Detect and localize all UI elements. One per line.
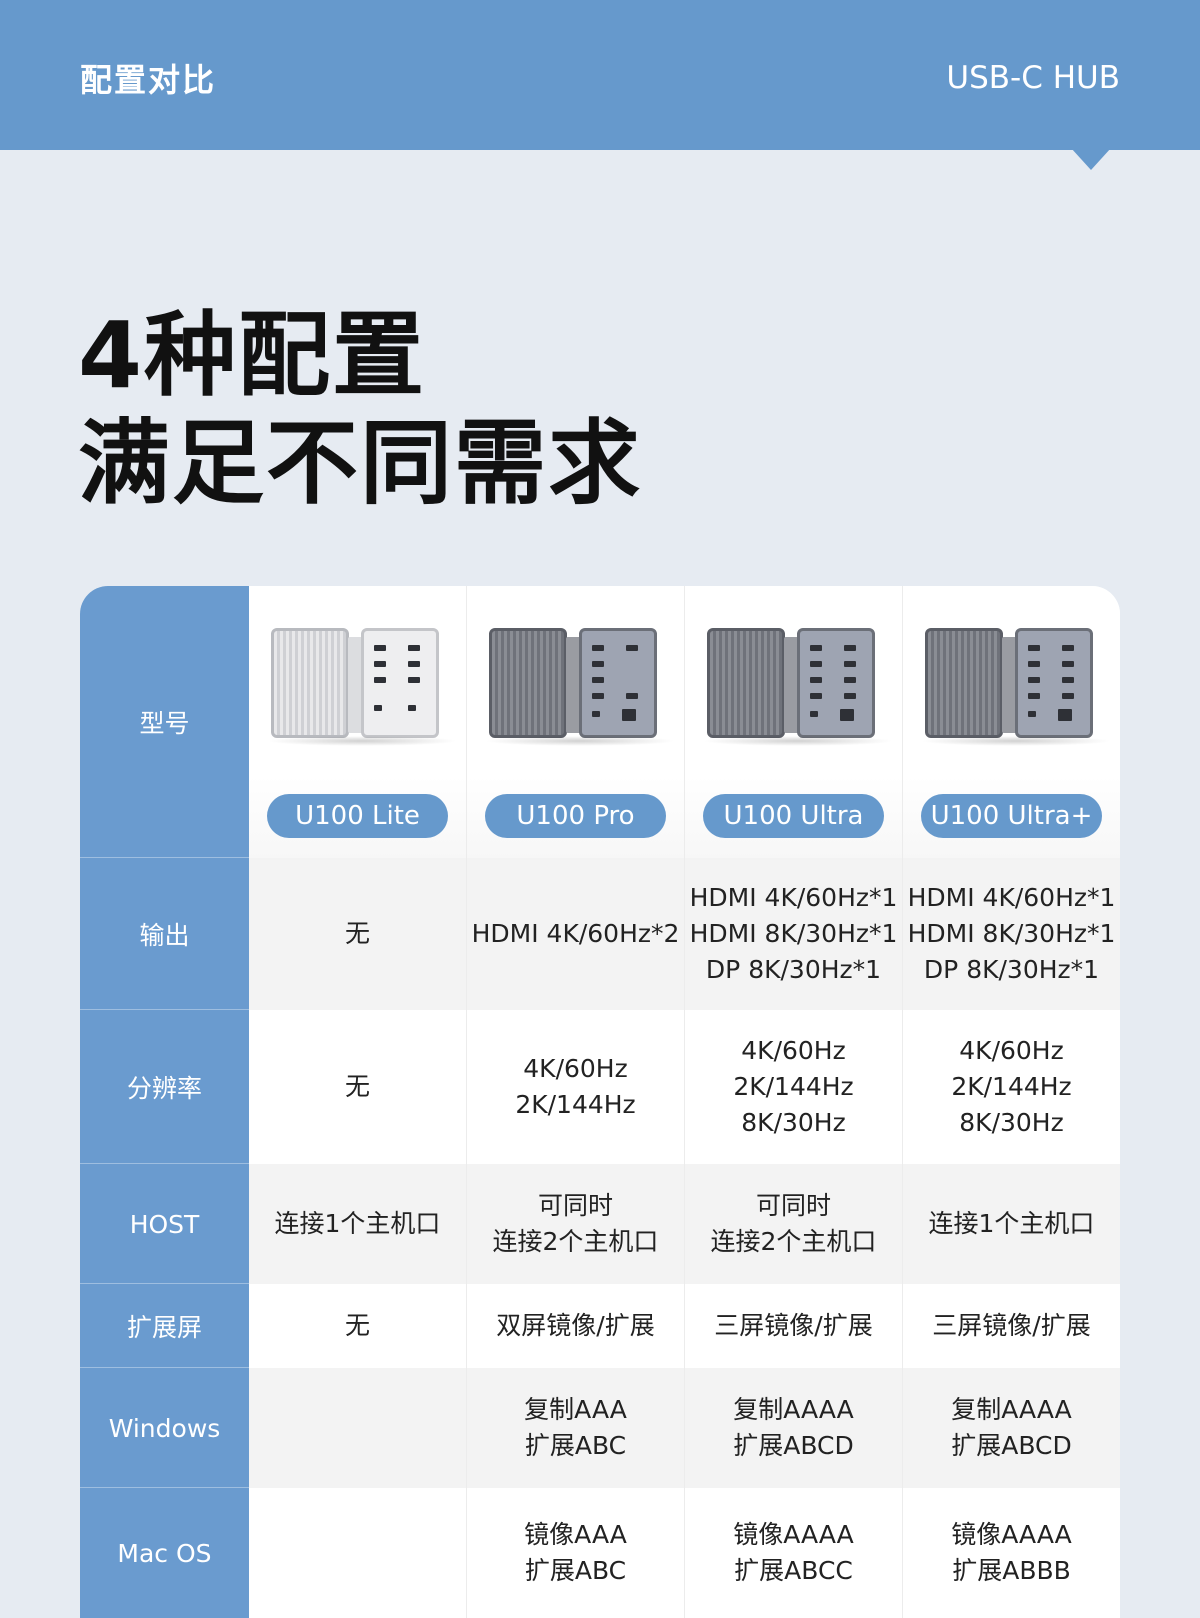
table-cell: 无 — [249, 858, 467, 1010]
table-cell: 复制AAA 扩展ABC — [467, 1368, 685, 1488]
table-cell: HDMI 4K/60Hz*1 HDMI 8K/30Hz*1 DP 8K/30Hz… — [903, 858, 1120, 1010]
table-cell: 复制AAAA 扩展ABCD — [903, 1368, 1120, 1488]
model-cell-ultra: U100 Ultra — [685, 586, 903, 858]
hub-pro-gray-image — [485, 628, 675, 748]
table-cell: 复制AAAA 扩展ABCD — [685, 1368, 903, 1488]
table-cell — [249, 1368, 467, 1488]
comparison-table: 型号 U100 Lite — [80, 586, 1120, 1618]
table-row-output: 输出 无 HDMI 4K/60Hz*2 HDMI 4K/60Hz*1 HDMI … — [80, 858, 1120, 1010]
row-label-model: 型号 — [139, 709, 190, 738]
label-column — [80, 586, 249, 1618]
table-cell: 无 — [249, 1010, 467, 1164]
hub-ultra-plus-gray-image — [921, 628, 1111, 748]
hub-ultra-gray-image — [703, 628, 893, 748]
table-row-host: HOST 连接1个主机口 可同时 连接2个主机口 可同时 连接2个主机口 连接1… — [80, 1164, 1120, 1284]
table-row-windows: Windows 复制AAA 扩展ABC 复制AAAA 扩展ABCD 复制AAAA… — [80, 1368, 1120, 1488]
row-label-extended-display: 扩展屏 — [126, 1313, 202, 1342]
table-row-extended-display: 扩展屏 无 双屏镜像/扩展 三屏镜像/扩展 三屏镜像/扩展 — [80, 1284, 1120, 1368]
model-cell-pro: U100 Pro — [467, 586, 685, 858]
table-cell: 4K/60Hz 2K/144Hz 8K/30Hz — [951, 1036, 1072, 1137]
table-cell: 连接1个主机口 — [903, 1164, 1120, 1284]
model-pill-ultra: U100 Ultra — [703, 794, 884, 838]
table-cell: 4K/60Hz 2K/144Hz — [467, 1010, 685, 1164]
model-pill-ultra-plus: U100 Ultra+ — [921, 794, 1102, 838]
row-label-windows: Windows — [108, 1413, 221, 1443]
table-cell: 镜像AAAA 扩展ABCC — [685, 1488, 903, 1618]
table-cell: 连接1个主机口 — [249, 1164, 467, 1284]
model-cell-lite: U100 Lite — [249, 586, 467, 858]
table-cell: 镜像AAAA 扩展ABBB — [951, 1520, 1072, 1585]
table-cell: 双屏镜像/扩展 — [467, 1284, 685, 1368]
section-title: 配置对比 — [80, 61, 217, 99]
model-pill-pro: U100 Pro — [485, 794, 666, 838]
hub-lite-silver-image — [267, 628, 457, 748]
product-category: USB-C HUB — [946, 60, 1120, 96]
table-cell: 三屏镜像/扩展 — [685, 1284, 903, 1368]
top-banner: 配置对比 USB-C HUB — [0, 0, 1200, 150]
model-pill-lite: U100 Lite — [267, 794, 448, 838]
model-cell-ultra-plus: U100 Ultra+ — [903, 586, 1120, 858]
row-label-host: HOST — [129, 1209, 200, 1239]
table-cell: 4K/60Hz 2K/144Hz 8K/30Hz — [685, 1010, 903, 1164]
table-row-resolution: 分辨率 无 4K/60Hz 2K/144Hz 4K/60Hz 2K/144Hz … — [80, 1010, 1120, 1164]
row-label-resolution: 分辨率 — [126, 1074, 202, 1103]
table-row-macos: Mac OS 镜像AAA 扩展ABC 镜像AAAA 扩展ABCC 镜像AAAA … — [80, 1488, 1120, 1618]
headline-line-1: 4种配置 — [78, 302, 427, 409]
table-cell: 可同时 连接2个主机口 — [685, 1164, 903, 1284]
table-cell: HDMI 4K/60Hz*1 HDMI 8K/30Hz*1 DP 8K/30Hz… — [685, 858, 903, 1010]
table-cell: HDMI 4K/60Hz*2 — [467, 858, 685, 1010]
row-label-output: 输出 — [139, 921, 190, 950]
table-row-model: 型号 U100 Lite — [80, 586, 1120, 858]
headline-line-2: 满足不同需求 — [78, 410, 643, 517]
table-cell: 镜像AAA 扩展ABC — [467, 1488, 685, 1618]
table-cell — [249, 1488, 467, 1618]
banner-notch — [1071, 148, 1111, 170]
table-cell: 无 — [249, 1284, 467, 1368]
row-label-macos: Mac OS — [117, 1538, 212, 1568]
table-cell: 三屏镜像/扩展 — [932, 1311, 1091, 1340]
headline: 4种配置 满足不同需求 — [78, 302, 642, 518]
table-cell: 可同时 连接2个主机口 — [467, 1164, 685, 1284]
